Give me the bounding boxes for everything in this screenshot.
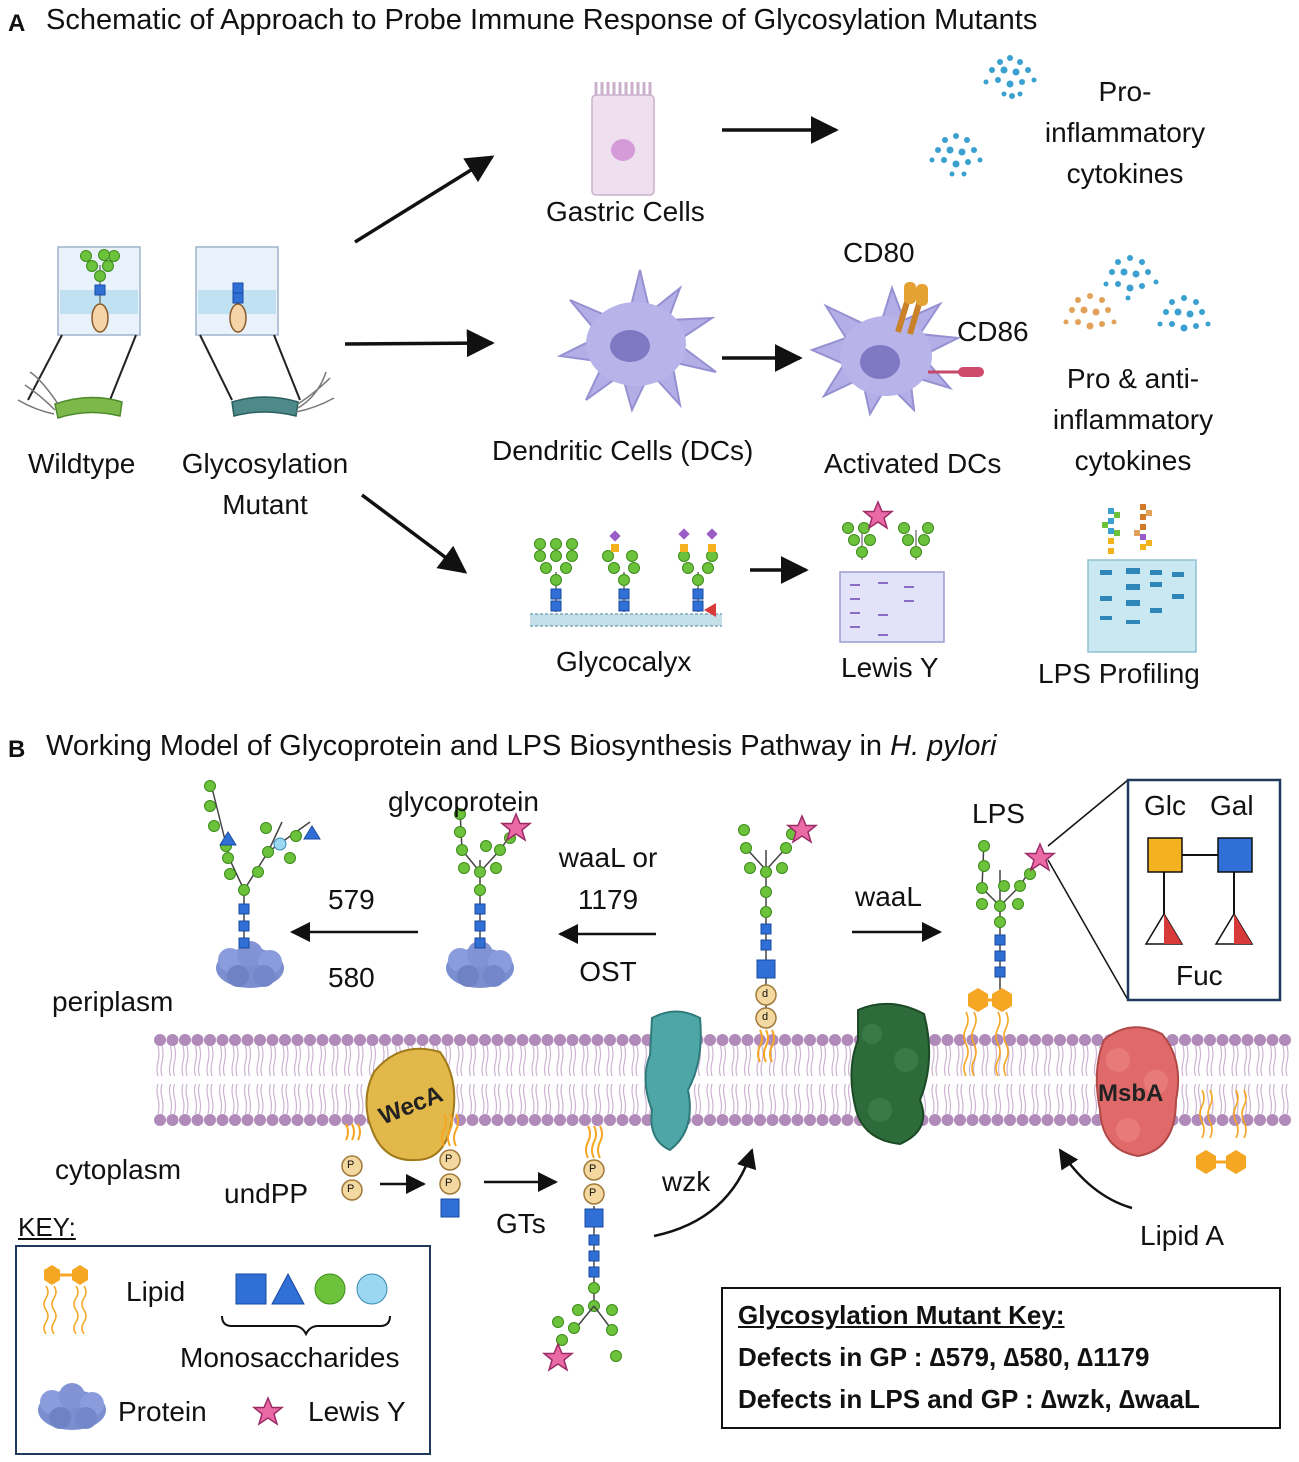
wildtype-label: Wildtype	[28, 448, 136, 479]
msba-protein	[1095, 1026, 1180, 1158]
diphosphate-label: d	[762, 988, 769, 1000]
phosphate-label: P	[589, 1187, 597, 1199]
key-monosaccharides-label: Monosaccharides	[180, 1342, 400, 1373]
phosphate-label: P	[445, 1177, 453, 1189]
lewis-y-label: Lewis Y	[841, 652, 939, 683]
panel-b-title: Working Model of Glycoprotein and LPS Bi…	[46, 730, 997, 762]
gal-label: Gal	[1210, 790, 1254, 821]
arrow-lipid-a-flip	[1058, 1148, 1133, 1210]
arrow-wzk-flip	[653, 1148, 757, 1238]
glycoprotein-579	[216, 941, 284, 988]
undpp-molecule	[341, 1123, 363, 1201]
wzk-label: wzk	[662, 1166, 711, 1197]
wzk-protein	[644, 1010, 702, 1152]
cell-membrane	[154, 1034, 1291, 1126]
arrow-to-dcs	[344, 329, 495, 358]
glycan-tree-mature	[204, 779, 321, 949]
pro-inflammatory-line1: Pro-	[1098, 76, 1152, 107]
label-1179: 1179	[577, 884, 639, 915]
undpp-glycan-intermediate	[543, 1125, 622, 1371]
mutant-key-line1: Defects in GP : ∆579, ∆580, ∆1179	[738, 1342, 1150, 1372]
mutant-label-line1: Glycosylation	[181, 448, 349, 479]
mutant-key-line2: Defects in LPS and GP : ∆wzk, ∆waaL	[738, 1384, 1200, 1414]
glc-gal-fuc-structure	[1144, 837, 1254, 945]
pro-anti-line1: Pro & anti-	[1066, 363, 1200, 394]
pro-anti-line2: inflammatory	[1052, 404, 1214, 435]
gts-label: GTs	[496, 1208, 546, 1239]
lewis-y-gel	[839, 501, 945, 643]
lipid-a-molecule	[1196, 1089, 1247, 1174]
arrow-to-gastric	[354, 155, 495, 244]
cd86-label: CD86	[957, 316, 1029, 347]
wildtype-bacterium	[17, 246, 141, 419]
gastric-cell	[591, 82, 655, 196]
pro-inflammatory-line3: cytokines	[1066, 158, 1184, 189]
fuc-label: Fuc	[1176, 960, 1223, 991]
transporter-protein	[850, 1002, 931, 1146]
key-protein-label: Protein	[118, 1396, 207, 1427]
label-579: 579	[328, 884, 375, 915]
key-lipid-icon	[43, 1265, 88, 1335]
arrow-to-glycocalyx	[360, 493, 468, 574]
phosphate-label: P	[347, 1159, 355, 1171]
panel-b-letter: B	[8, 736, 26, 763]
glc-label: Glc	[1144, 790, 1186, 821]
lipid-a-label: Lipid A	[1140, 1220, 1225, 1251]
lps-profiling-label: LPS Profiling	[1038, 658, 1200, 689]
pro-anti-line3: cytokines	[1074, 445, 1192, 476]
lps-profiling-gel	[1087, 504, 1197, 653]
cytoplasm-label: cytoplasm	[55, 1154, 182, 1185]
cytokine-cluster-gastric	[929, 55, 1037, 177]
key-monosaccharide-icons	[221, 1272, 391, 1337]
phosphate-label: P	[445, 1153, 453, 1165]
mutant-key-box	[721, 1287, 1281, 1429]
glc-gal-zoom-box	[1126, 778, 1282, 1002]
glycoprotein-label: glycoprotein	[388, 786, 539, 817]
phosphate-label: P	[347, 1183, 355, 1195]
undpp-glcnac-intermediate	[439, 1113, 461, 1218]
glycocalyx-label: Glycocalyx	[556, 646, 692, 677]
glycan-tree-glycoprotein	[454, 808, 531, 949]
mutant-bacterium	[195, 246, 335, 417]
periplasm-label: periplasm	[52, 986, 174, 1017]
dendritic-cell	[556, 269, 717, 413]
mutant-label-line2: Mutant	[222, 489, 308, 520]
diphosphate-label: d	[762, 1011, 769, 1023]
key-lewis-y-label: Lewis Y	[308, 1396, 406, 1427]
cytokine-cluster-dc	[1063, 255, 1211, 332]
pro-inflammatory-line2: inflammatory	[1044, 117, 1206, 148]
activated-dc	[809, 282, 984, 417]
mutant-key-title: Glycosylation Mutant Key:	[738, 1300, 1065, 1330]
activated-dcs-label: Activated DCs	[824, 448, 1002, 479]
key-title: KEY:	[18, 1212, 76, 1242]
undpp-label: undPP	[224, 1178, 309, 1209]
panel-a-title: Schematic of Approach to Probe Immune Re…	[46, 4, 1038, 36]
label-580: 580	[328, 962, 375, 993]
gastric-cells-label: Gastric Cells	[546, 196, 705, 227]
panel-a-letter: A	[8, 10, 26, 37]
phosphate-label: P	[589, 1163, 597, 1175]
lps-glycan-tree	[963, 839, 1055, 1077]
waal-label: waaL	[855, 881, 922, 912]
cd80-label: CD80	[843, 237, 915, 268]
glycocalyx-illustration	[530, 528, 722, 627]
glycan-tree-lipid-linked	[738, 815, 817, 1063]
waal-or-label: waaL or	[558, 842, 658, 873]
key-lipid-label: Lipid	[126, 1276, 186, 1307]
dcs-label: Dendritic Cells (DCs)	[492, 435, 754, 466]
msba-label: MsbA	[1098, 1080, 1164, 1107]
lps-label: LPS	[972, 798, 1025, 829]
ost-label: OST	[579, 956, 637, 987]
